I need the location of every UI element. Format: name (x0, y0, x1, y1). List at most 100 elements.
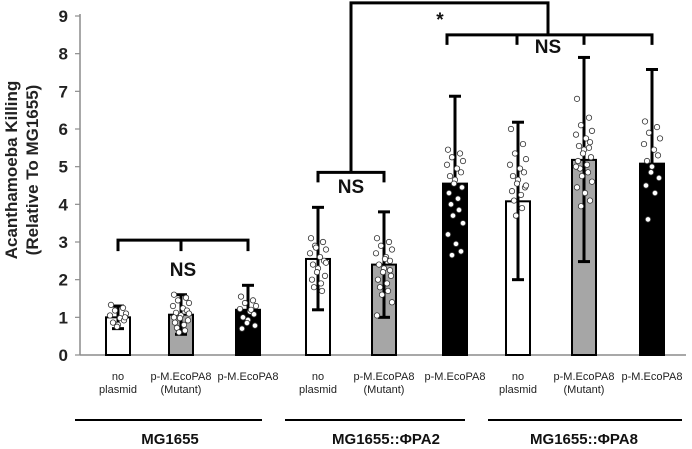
data-point (457, 248, 465, 255)
data-point (383, 280, 391, 287)
data-point (522, 182, 530, 189)
data-point (319, 238, 327, 246)
data-point (121, 314, 129, 321)
data-point (377, 242, 385, 249)
data-point (374, 276, 382, 283)
data-point (645, 129, 653, 136)
x-label-line1: no (512, 371, 524, 383)
data-point (586, 197, 594, 204)
data-point (651, 189, 659, 197)
data-point (384, 287, 392, 295)
data-point (512, 212, 520, 219)
data-point (243, 319, 251, 327)
significance-label: NS (170, 260, 196, 281)
x-label-line1: p-M.EcoPA8 (425, 371, 486, 383)
data-point (241, 299, 249, 307)
data-point (175, 329, 183, 336)
data-point (579, 150, 587, 157)
data-point (648, 163, 656, 170)
data-point (588, 178, 596, 185)
data-point (573, 95, 581, 102)
data-point (449, 212, 457, 219)
data-point (185, 310, 193, 317)
data-point (450, 180, 458, 187)
data-point (643, 157, 651, 165)
data-point (506, 161, 514, 168)
significance-label: NS (338, 177, 364, 198)
y-tick-label: 0 (59, 346, 68, 365)
data-point (113, 323, 121, 330)
data-point (574, 157, 582, 165)
data-point (237, 293, 245, 300)
data-point (582, 135, 590, 142)
data-point (312, 244, 320, 251)
data-point (106, 312, 114, 319)
data-point (386, 257, 394, 264)
data-point (448, 154, 456, 161)
group-label: MG1655::ΦPA8 (530, 431, 638, 448)
data-point (321, 272, 329, 279)
bracket (116, 238, 250, 252)
x-label-line2: plasmid (299, 384, 337, 396)
data-point (310, 284, 318, 291)
data-point (518, 205, 526, 212)
data-point (583, 161, 591, 168)
data-point (388, 246, 396, 253)
y-tick-label: 9 (59, 7, 68, 26)
data-point (376, 284, 384, 291)
data-point (578, 172, 586, 180)
data-point (448, 252, 456, 259)
data-point (322, 259, 330, 266)
data-point (252, 302, 260, 310)
data-point (572, 131, 580, 138)
data-point (251, 322, 259, 329)
data-point (511, 150, 519, 157)
data-point (174, 297, 182, 304)
data-point (516, 165, 524, 172)
data-point (581, 189, 589, 197)
data-point (459, 220, 467, 227)
data-point (176, 314, 184, 322)
y-tick-label: 5 (59, 158, 68, 177)
x-label-line1: p-M.EcoPA8 (622, 371, 683, 383)
data-point (510, 197, 518, 204)
x-label-line2: (Mutant) (564, 384, 605, 396)
data-point (170, 314, 178, 321)
data-point (656, 135, 664, 142)
x-label-line1: no (112, 371, 124, 383)
data-point (517, 191, 525, 199)
data-point (238, 325, 246, 332)
data-point (184, 317, 192, 324)
data-point (588, 127, 596, 134)
data-point (306, 250, 314, 257)
x-label-line2: (Mutant) (161, 384, 202, 396)
data-point (381, 255, 389, 263)
x-label-line2: (Mutant) (364, 384, 405, 396)
data-point (446, 172, 454, 180)
data-point (111, 307, 119, 314)
data-point (378, 291, 386, 298)
data-point (456, 150, 464, 157)
data-point (575, 142, 583, 150)
data-point (654, 152, 662, 159)
data-point (641, 118, 649, 125)
data-point (653, 124, 661, 131)
x-label-line1: p-M.EcoPA8 (354, 371, 415, 383)
data-point (249, 297, 257, 304)
data-point (519, 140, 527, 148)
data-point (250, 311, 258, 318)
data-point (507, 125, 515, 133)
data-point (585, 114, 593, 121)
data-point (247, 306, 255, 313)
data-point (640, 140, 648, 148)
data-point (109, 319, 117, 326)
data-point (309, 261, 317, 268)
data-point (373, 312, 381, 319)
data-point (119, 304, 127, 312)
data-point (373, 235, 381, 242)
data-point (445, 189, 453, 197)
data-point (386, 267, 394, 274)
